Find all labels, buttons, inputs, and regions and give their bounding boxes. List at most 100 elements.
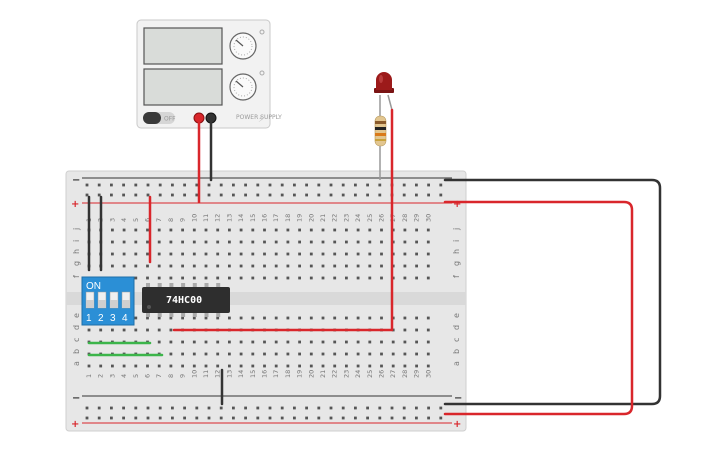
terminal-hole[interactable] bbox=[216, 240, 220, 244]
terminal-hole[interactable] bbox=[134, 316, 138, 320]
terminal-hole[interactable] bbox=[426, 252, 430, 256]
rail-hole[interactable] bbox=[329, 406, 333, 410]
terminal-hole[interactable] bbox=[333, 340, 337, 344]
terminal-hole[interactable] bbox=[169, 328, 173, 332]
terminal-hole[interactable] bbox=[111, 252, 114, 256]
terminal-hole[interactable] bbox=[333, 228, 337, 232]
terminal-hole[interactable] bbox=[403, 276, 407, 280]
terminal-hole[interactable] bbox=[368, 340, 372, 344]
power-off-button[interactable]: OFF bbox=[143, 112, 176, 124]
terminal-hole[interactable] bbox=[345, 276, 348, 280]
terminal-hole[interactable] bbox=[134, 276, 138, 280]
rail-hole[interactable] bbox=[280, 406, 284, 410]
rail-hole[interactable] bbox=[317, 193, 321, 197]
terminal-hole[interactable] bbox=[274, 276, 278, 280]
terminal-hole[interactable] bbox=[87, 328, 91, 332]
current-knob[interactable] bbox=[229, 73, 257, 101]
terminal-hole[interactable] bbox=[263, 364, 266, 368]
terminal-hole[interactable] bbox=[368, 264, 372, 268]
terminal-hole[interactable] bbox=[216, 264, 220, 268]
terminal-hole[interactable] bbox=[380, 352, 383, 356]
terminal-hole[interactable] bbox=[192, 364, 196, 368]
rail-hole[interactable] bbox=[268, 406, 272, 410]
rail-hole[interactable] bbox=[232, 193, 235, 197]
terminal-hole[interactable] bbox=[321, 364, 325, 368]
terminal-hole[interactable] bbox=[146, 276, 149, 280]
terminal-hole[interactable] bbox=[111, 364, 114, 368]
terminal-hole[interactable] bbox=[134, 252, 138, 256]
terminal-hole[interactable] bbox=[216, 316, 220, 320]
rail-hole[interactable] bbox=[134, 416, 138, 420]
rail-hole[interactable] bbox=[85, 406, 89, 410]
terminal-hole[interactable] bbox=[228, 352, 231, 356]
terminal-hole[interactable] bbox=[298, 340, 301, 344]
terminal-hole[interactable] bbox=[169, 316, 173, 320]
terminal-hole[interactable] bbox=[321, 264, 325, 268]
terminal-hole[interactable] bbox=[403, 228, 407, 232]
rail-hole[interactable] bbox=[329, 183, 333, 187]
dip-switch[interactable]: ON 1 2 3 4 bbox=[81, 276, 135, 326]
rail-hole[interactable] bbox=[195, 193, 199, 197]
terminal-hole[interactable] bbox=[122, 240, 126, 244]
rail-hole[interactable] bbox=[183, 406, 186, 410]
rail-hole[interactable] bbox=[183, 416, 186, 420]
rail-hole[interactable] bbox=[366, 183, 369, 187]
terminal-hole[interactable] bbox=[169, 340, 173, 344]
terminal-hole[interactable] bbox=[415, 264, 418, 268]
terminal-hole[interactable] bbox=[251, 316, 255, 320]
rail-hole[interactable] bbox=[268, 193, 272, 197]
terminal-hole[interactable] bbox=[426, 228, 430, 232]
terminal-hole[interactable] bbox=[380, 252, 383, 256]
terminal-hole[interactable] bbox=[192, 264, 196, 268]
terminal-hole[interactable] bbox=[251, 364, 255, 368]
terminal-hole[interactable] bbox=[239, 352, 243, 356]
terminal-hole[interactable] bbox=[426, 340, 430, 344]
dip-toggle-4[interactable] bbox=[121, 291, 131, 309]
terminal-hole[interactable] bbox=[403, 352, 407, 356]
terminal-hole[interactable] bbox=[309, 352, 313, 356]
terminal-hole[interactable] bbox=[122, 328, 126, 332]
rail-hole[interactable] bbox=[110, 406, 113, 410]
terminal-hole[interactable] bbox=[298, 352, 301, 356]
terminal-hole[interactable] bbox=[228, 364, 231, 368]
rail-hole[interactable] bbox=[427, 193, 430, 197]
terminal-hole[interactable] bbox=[274, 364, 278, 368]
terminal-hole[interactable] bbox=[99, 364, 103, 368]
terminal-hole[interactable] bbox=[333, 264, 337, 268]
terminal-hole[interactable] bbox=[356, 252, 360, 256]
rail-hole[interactable] bbox=[244, 416, 247, 420]
rail-hole[interactable] bbox=[158, 406, 162, 410]
terminal-hole[interactable] bbox=[286, 340, 290, 344]
terminal-hole[interactable] bbox=[426, 328, 430, 332]
chip-74hc00[interactable]: 74HC00 bbox=[142, 283, 230, 317]
terminal-hole[interactable] bbox=[263, 240, 266, 244]
terminal-hole[interactable] bbox=[309, 264, 313, 268]
terminal-hole[interactable] bbox=[309, 364, 313, 368]
rail-hole[interactable] bbox=[171, 416, 174, 420]
terminal-hole[interactable] bbox=[239, 228, 243, 232]
rail-hole[interactable] bbox=[146, 193, 150, 197]
rail-hole[interactable] bbox=[195, 406, 199, 410]
rail-hole[interactable] bbox=[122, 416, 125, 420]
terminal-hole[interactable] bbox=[403, 340, 407, 344]
terminal-hole[interactable] bbox=[111, 264, 114, 268]
terminal-hole[interactable] bbox=[391, 364, 395, 368]
terminal-hole[interactable] bbox=[286, 364, 290, 368]
terminal-hole[interactable] bbox=[415, 240, 418, 244]
rail-hole[interactable] bbox=[378, 416, 382, 420]
terminal-hole[interactable] bbox=[345, 228, 348, 232]
rail-hole[interactable] bbox=[415, 193, 418, 197]
rail-hole[interactable] bbox=[158, 193, 162, 197]
rail-hole[interactable] bbox=[244, 183, 247, 187]
terminal-hole[interactable] bbox=[274, 352, 278, 356]
rail-hole[interactable] bbox=[354, 416, 357, 420]
rail-hole[interactable] bbox=[183, 193, 186, 197]
rail-hole[interactable] bbox=[366, 406, 369, 410]
terminal-hole[interactable] bbox=[251, 228, 255, 232]
terminal-hole[interactable] bbox=[263, 252, 266, 256]
terminal-hole[interactable] bbox=[403, 328, 407, 332]
rail-hole[interactable] bbox=[195, 183, 199, 187]
terminal-hole[interactable] bbox=[216, 228, 220, 232]
terminal-hole[interactable] bbox=[356, 228, 360, 232]
